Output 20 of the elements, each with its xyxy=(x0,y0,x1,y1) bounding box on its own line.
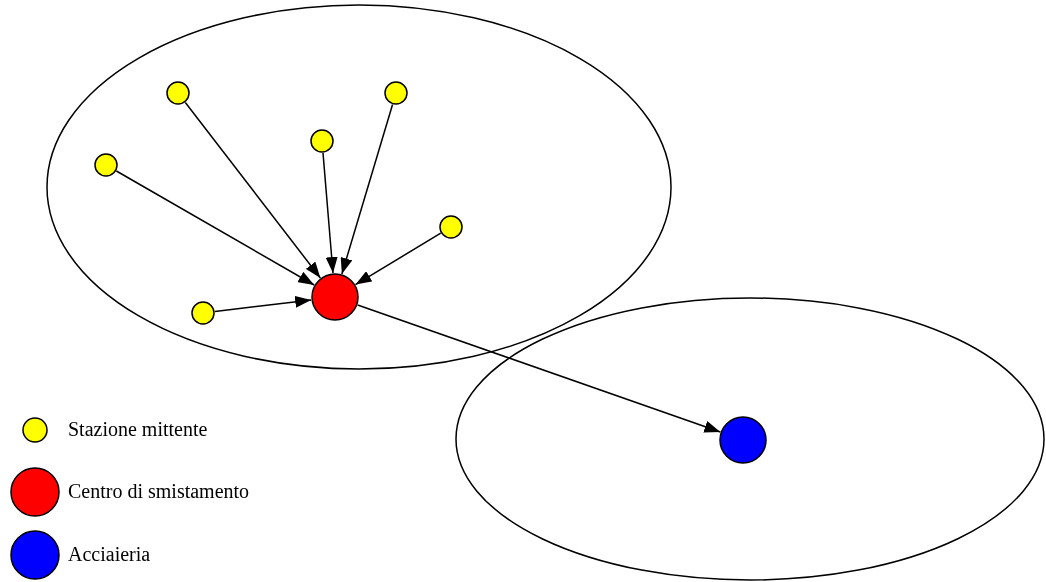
circle-node xyxy=(310,129,334,153)
circle-node xyxy=(384,81,408,105)
circle-node xyxy=(439,215,463,239)
circle-node xyxy=(191,301,215,325)
area-ellipse xyxy=(455,297,1045,581)
arrow xyxy=(354,232,442,286)
legend-label: Stazione mittente xyxy=(68,417,208,441)
circle-node xyxy=(719,416,767,464)
area-ellipse xyxy=(46,4,672,370)
arrow xyxy=(184,101,322,279)
circle-node xyxy=(311,273,359,321)
arrow xyxy=(340,103,394,275)
circle-node xyxy=(166,81,190,105)
arrow xyxy=(356,304,722,433)
legend-label: Centro di smistamento xyxy=(68,479,250,503)
legend-label: Acciaieria xyxy=(68,542,151,566)
arrow xyxy=(115,170,315,286)
arrow xyxy=(322,152,338,274)
circle-node xyxy=(94,153,118,177)
arrow xyxy=(214,295,312,313)
